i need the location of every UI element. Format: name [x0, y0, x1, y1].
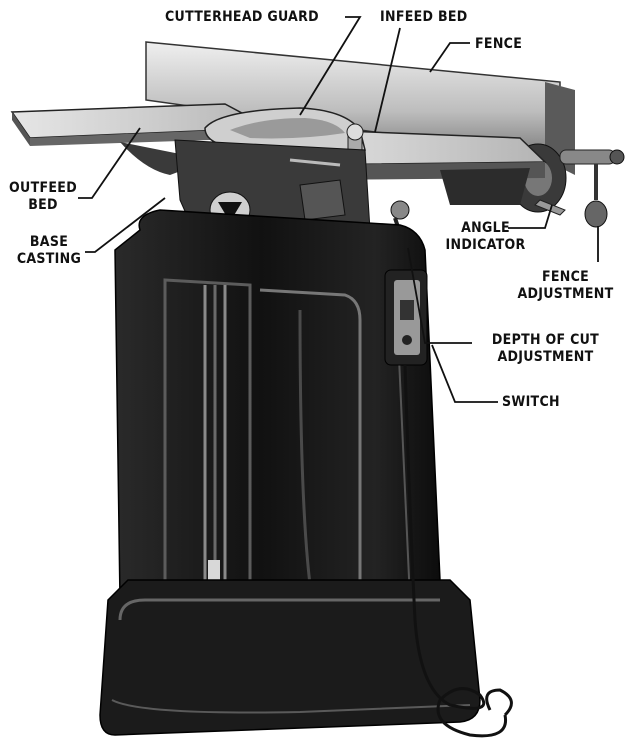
leader-infeed-bed — [374, 27, 401, 133]
label-outfeed-bed-line1: OUTFEED — [9, 180, 77, 196]
label-base-casting-line1: BASE — [29, 234, 69, 250]
leader-cutterhead-guard — [299, 16, 362, 116]
label-angle-indicator-line1: ANGLE — [461, 220, 510, 236]
label-fence-adjustment-line2: ADJUSTMENT — [517, 286, 614, 302]
label-base-casting-line2: CASTING — [16, 251, 82, 267]
label-cutterhead-guard: CUTTERHEAD GUARD — [165, 9, 319, 25]
label-angle-indicator-line2: INDICATOR — [445, 237, 526, 253]
label-fence: FENCE — [475, 36, 523, 52]
label-depth-of-cut-line1: DEPTH OF CUT — [491, 332, 600, 348]
label-fence-adjustment: FENCE ADJUSTMENT — [508, 269, 623, 303]
label-depth-of-cut-adjustment: DEPTH OF CUT ADJUSTMENT — [473, 332, 618, 366]
leader-switch — [431, 344, 498, 403]
leader-depth-of-cut — [407, 247, 472, 344]
callout-leader-lines — [78, 16, 599, 403]
label-infeed-bed: INFEED BED — [380, 9, 468, 25]
label-angle-indicator: ANGLE INDICATOR — [438, 220, 533, 254]
label-outfeed-bed-line2: BED — [28, 197, 58, 213]
label-outfeed-bed: OUTFEED BED — [8, 180, 78, 214]
plinth-part — [99, 579, 481, 736]
power-cord — [403, 364, 513, 738]
leader-base-casting — [85, 197, 166, 253]
leader-fence — [429, 42, 470, 73]
label-switch: SWITCH — [502, 394, 560, 410]
leader-outfeed-bed — [78, 127, 141, 199]
leader-angle-indicator — [508, 204, 553, 229]
label-base-casting: BASE CASTING — [10, 234, 88, 268]
label-fence-adjustment-line1: FENCE — [541, 269, 590, 285]
label-depth-of-cut-line2: ADJUSTMENT — [497, 349, 594, 365]
